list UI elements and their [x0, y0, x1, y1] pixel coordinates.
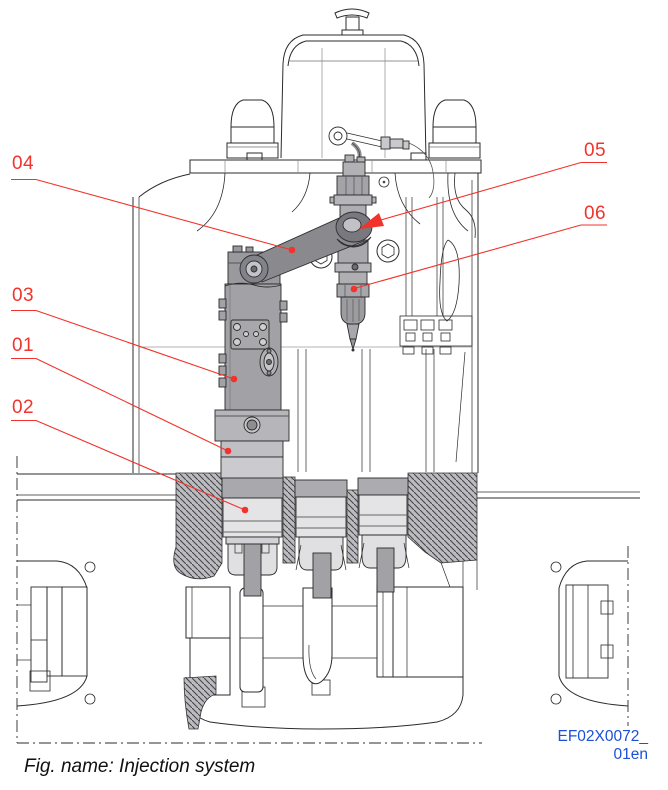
callout-04-dot	[288, 246, 296, 254]
fuel-line-nut	[380, 136, 391, 150]
cam-lobe	[239, 587, 264, 693]
callout-01-label: 01	[12, 335, 34, 356]
head-deck	[189, 152, 482, 174]
callout-01-dot	[224, 447, 232, 455]
callout-05-leader	[373, 161, 607, 223]
callout-03-leader	[11, 309, 235, 380]
pump-tappet	[221, 472, 284, 597]
tappet-bores	[221, 472, 410, 599]
callout-02-label: 02	[12, 397, 34, 418]
injection-system-drawing	[11, 8, 640, 744]
valve-tappet	[294, 479, 348, 599]
callout-06-leader	[355, 224, 607, 289]
cylinder-head	[132, 172, 479, 473]
valve-cover	[280, 8, 427, 159]
callout-04-label: 04	[12, 153, 34, 174]
crankcase-hatching	[173, 472, 478, 730]
callout-03-dot	[230, 375, 238, 383]
callout-leaders	[11, 161, 607, 514]
breather-knob-icon	[334, 8, 370, 36]
callout-02-leader	[11, 419, 246, 511]
injector-body	[336, 175, 370, 196]
nozzle-tip	[349, 338, 357, 351]
callout-05-arrow	[359, 213, 384, 229]
cam-journal	[376, 584, 394, 678]
figure-code: EF02X0072_ 01en	[557, 728, 649, 763]
cam-lobe	[302, 587, 333, 685]
injector-top-nut	[342, 161, 366, 177]
figure-caption: Fig. name: Injection system	[24, 756, 256, 777]
crankcase-outline	[16, 456, 640, 744]
callout-04-leader	[11, 178, 293, 251]
callout-01-leader	[11, 357, 229, 452]
left-dome-cap	[226, 99, 279, 159]
right-dome-cap	[428, 99, 481, 159]
callout-06-label: 06	[584, 203, 606, 224]
valve-tappet	[357, 477, 410, 593]
callout-03-label: 03	[12, 285, 34, 306]
callout-05-label: 05	[584, 140, 606, 161]
pump-base	[220, 456, 284, 479]
callout-06-dot	[350, 285, 358, 293]
engine-block-linework	[16, 8, 640, 744]
camshaft	[185, 560, 478, 730]
rocker-arm	[239, 211, 373, 284]
callout-02-dot	[241, 506, 249, 514]
